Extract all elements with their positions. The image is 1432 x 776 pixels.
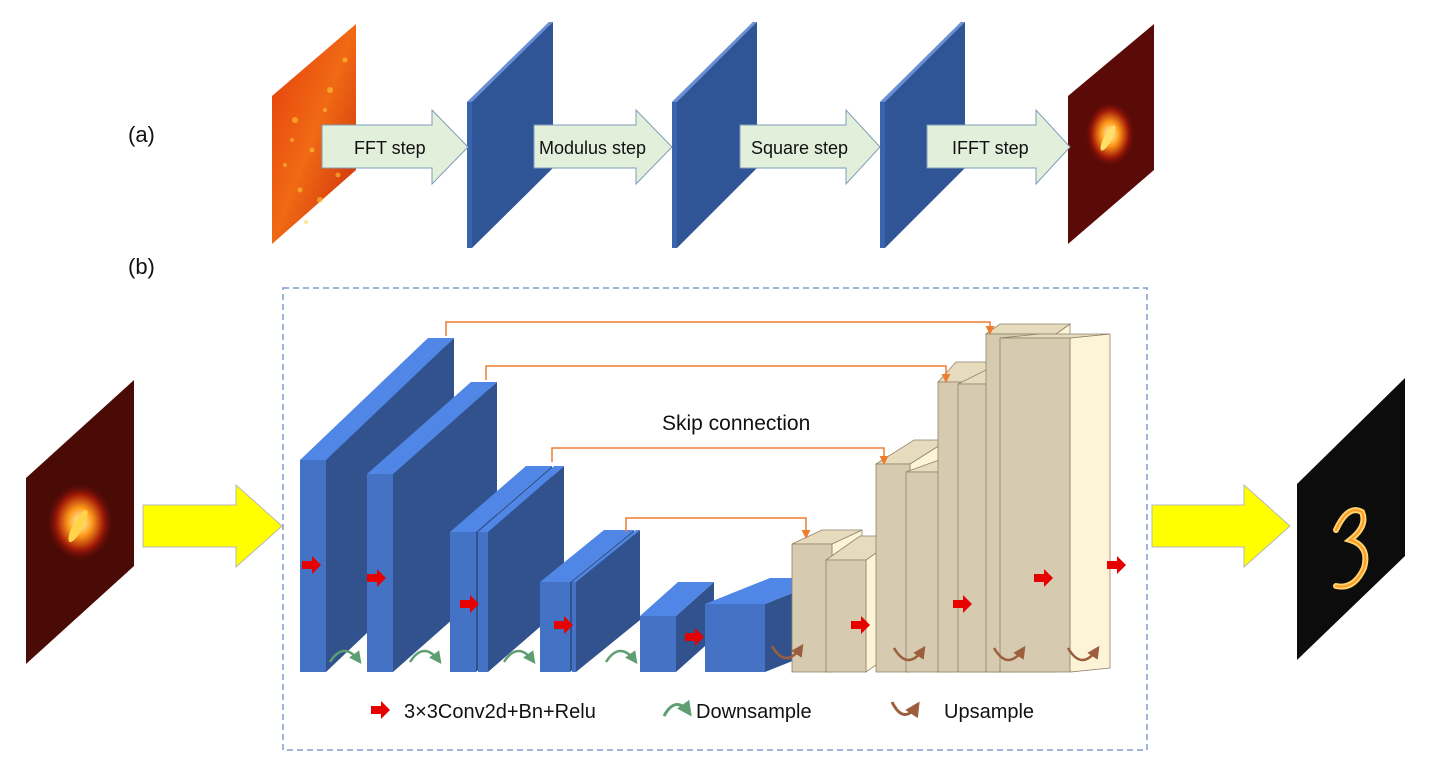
diffraction-output-image	[1068, 24, 1154, 244]
conv-arrow-3	[460, 595, 479, 613]
ifft-step-label: IFFT step	[952, 138, 1029, 158]
conv-arrow-5	[685, 628, 704, 646]
downsample-arc-4	[604, 649, 638, 665]
upsample-arc-4	[1066, 645, 1100, 662]
upsample-legend-label: Upsample	[944, 701, 1034, 723]
layer-operations	[302, 556, 1126, 665]
intermediate-plane-1	[467, 22, 553, 248]
skip-connection-2	[485, 365, 951, 383]
input-arrow	[142, 483, 283, 569]
skip-connection-4	[625, 517, 811, 539]
legend: 3×3Conv2d+Bn+Relu Downsample Upsample	[371, 699, 1034, 723]
upsample-legend-icon	[890, 701, 920, 719]
conv-arrow-4	[554, 616, 573, 634]
downsample-legend-label: Downsample	[696, 701, 812, 723]
encoder-block-5a	[640, 582, 714, 672]
fft-step-label: FFT step	[354, 138, 426, 158]
skip-connection-1	[445, 321, 995, 336]
encoder-block-4b	[572, 530, 640, 672]
conv-arrow-2	[367, 569, 386, 587]
upsample-arc-3	[992, 645, 1026, 662]
skip-connection-label: Skip connection	[662, 412, 810, 435]
upsample-arc-1	[770, 643, 804, 660]
fft-step-arrow: FFT step	[321, 108, 469, 186]
panel-a-label: (a)	[128, 122, 155, 147]
modulus-step-arrow: Modulus step	[533, 108, 673, 186]
conv-arrow-8	[1034, 569, 1053, 587]
network-frame	[282, 287, 1148, 751]
conv-arrow-9	[1107, 556, 1126, 574]
downsample-arc-2	[408, 649, 442, 665]
panel-b-label: (b)	[128, 254, 155, 279]
downsample-arc-3	[502, 649, 536, 665]
speckle-input-image	[272, 24, 356, 244]
upsample-arc-2	[892, 645, 926, 662]
conv-legend-label: 3×3Conv2d+Bn+Relu	[404, 701, 596, 723]
network-output-image	[1297, 378, 1405, 660]
conv-arrow-7	[953, 595, 972, 613]
skip-connections	[445, 321, 995, 539]
decoder-block-4b	[999, 333, 1111, 673]
intermediate-plane-3	[880, 22, 965, 248]
ifft-step-arrow: IFFT step	[926, 108, 1071, 186]
unet-blocks	[300, 323, 1111, 674]
square-step-arrow: Square step	[739, 108, 881, 186]
square-step-label: Square step	[751, 138, 848, 158]
skip-connection-3	[551, 447, 889, 465]
output-arrow	[1151, 483, 1291, 569]
intermediate-plane-2	[672, 22, 757, 248]
conv-legend-icon	[371, 701, 390, 719]
network-input-image	[26, 380, 134, 664]
modulus-step-label: Modulus step	[539, 138, 646, 158]
conv-arrow-1	[302, 556, 321, 574]
conv-arrow-6	[851, 616, 870, 634]
downsample-legend-icon	[662, 699, 692, 717]
downsample-arc-1	[328, 649, 362, 665]
